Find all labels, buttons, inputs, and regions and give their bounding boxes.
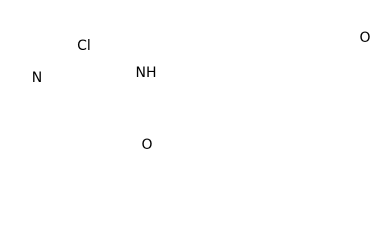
chlorine-label: Cl xyxy=(77,38,91,54)
carbonyl-oxygen-label: O xyxy=(141,137,152,150)
amide-nh-label: NH xyxy=(136,65,157,81)
pyridine-nitrogen-label: N xyxy=(32,70,42,86)
methoxy-oxygen-label: O xyxy=(359,30,370,46)
chemical-structure: Cl N NH O O xyxy=(32,30,371,150)
